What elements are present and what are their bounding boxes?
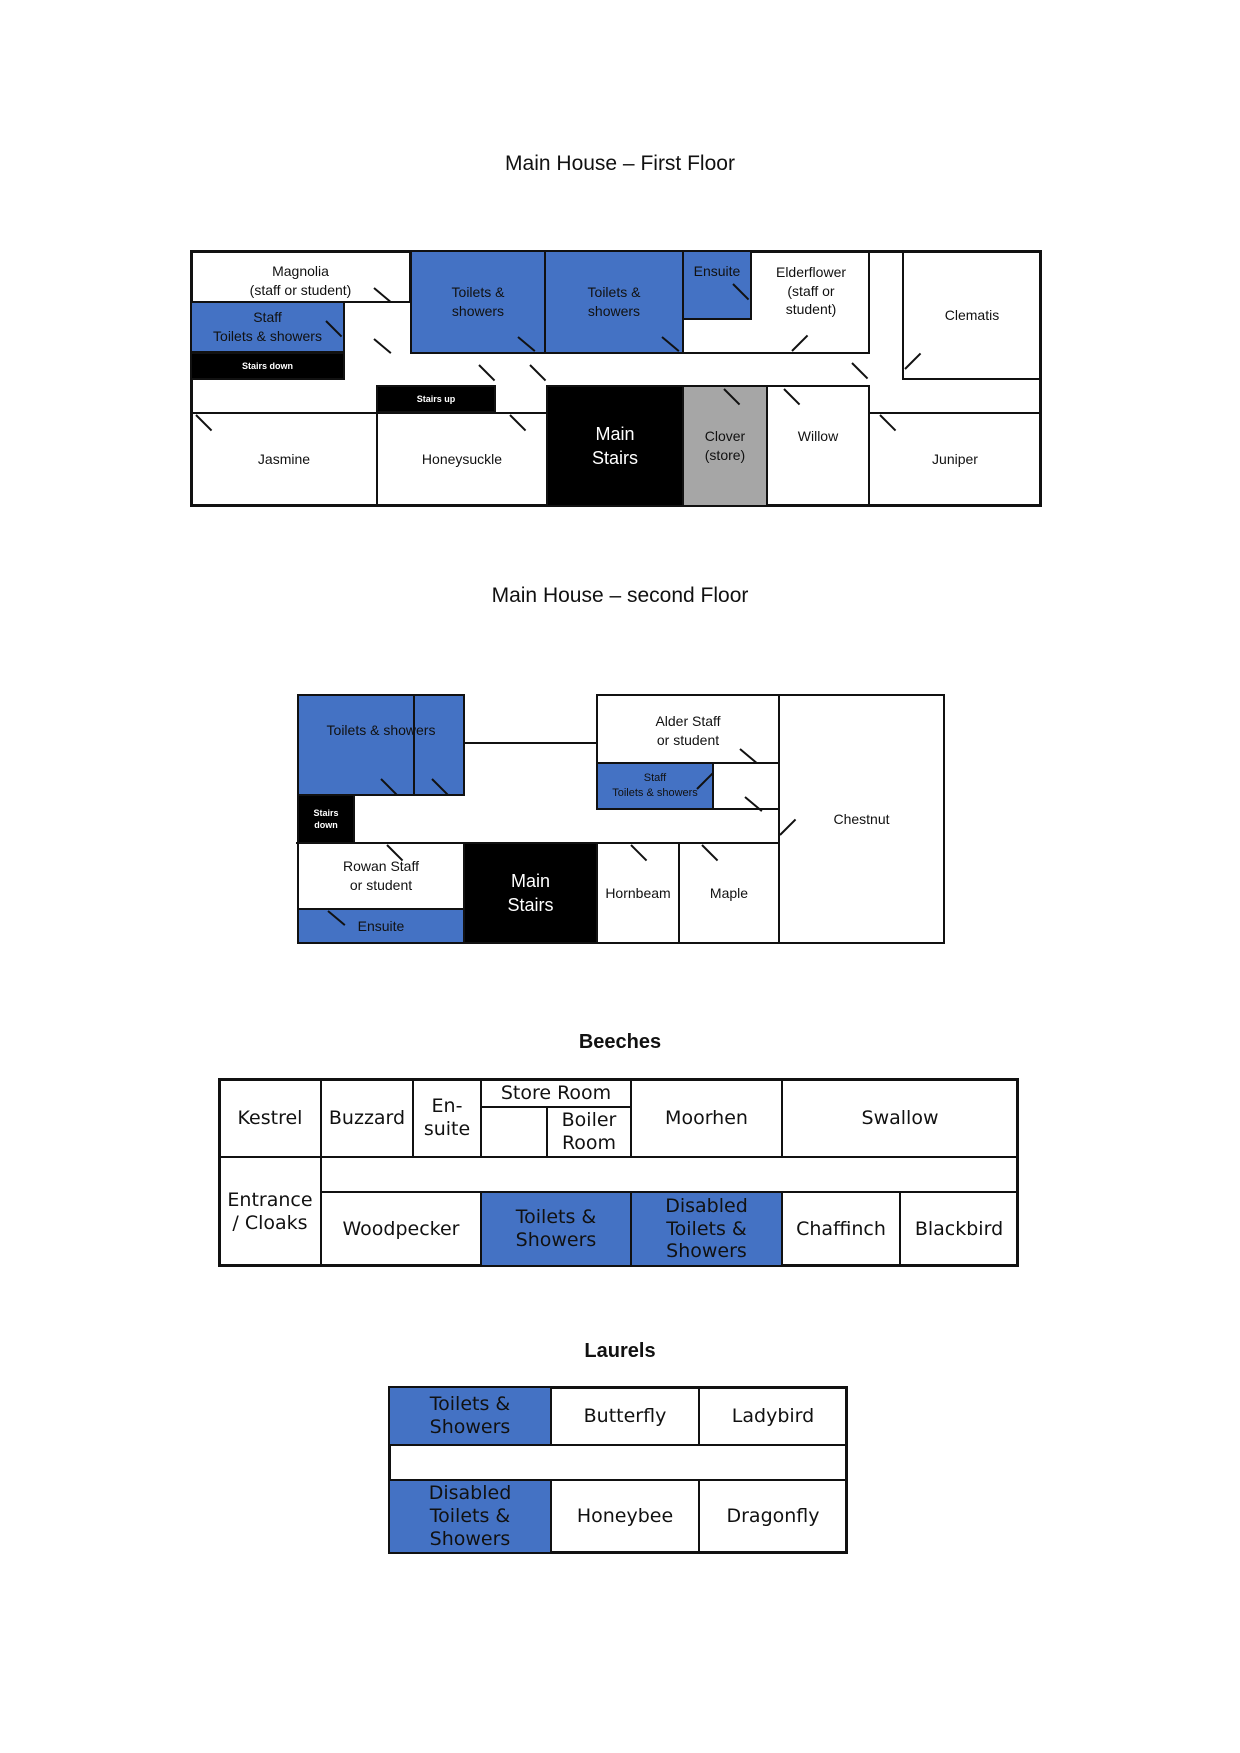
room-swallow: Swallow	[781, 1078, 1019, 1158]
first-floor-title: Main House – First Floor	[505, 152, 735, 175]
room-alder: Alder Staff or student	[596, 694, 780, 764]
stairs-down-2: Stairs down	[297, 794, 355, 844]
main-stairs: Main Stairs	[546, 385, 684, 507]
room-toilets-showers-laurels: Toilets & Showers	[388, 1386, 552, 1446]
connector-wall	[465, 742, 598, 744]
room-moorhen: Moorhen	[630, 1078, 783, 1158]
room-clover-store: Clover (store)	[682, 385, 768, 507]
room-hornbeam: Hornbeam	[596, 842, 680, 944]
room-en-suite: En- suite	[412, 1078, 482, 1158]
room-blackbird: Blackbird	[899, 1191, 1019, 1267]
room-chaffinch: Chaffinch	[781, 1191, 901, 1267]
room-ladybird: Ladybird	[698, 1386, 848, 1446]
stairs-down: Stairs down	[190, 352, 345, 380]
room-honeybee: Honeybee	[550, 1479, 700, 1554]
room-kestrel: Kestrel	[218, 1078, 322, 1158]
room-magnolia: Magnolia (staff or student)	[190, 250, 411, 303]
room-willow: Willow	[766, 385, 870, 507]
room-boiler: Boiler Room	[546, 1106, 632, 1158]
room-ensuite-2: Ensuite	[297, 908, 465, 944]
room-toilets-showers-2: Toilets & showers	[544, 250, 684, 354]
toilets-partition	[413, 694, 465, 796]
room-buzzard: Buzzard	[320, 1078, 414, 1158]
beeches-corridor	[320, 1156, 1019, 1193]
room-staff-toilets: Staff Toilets & showers	[190, 301, 345, 353]
room-jasmine: Jasmine	[190, 412, 378, 507]
beeches-title: Beeches	[578, 1031, 662, 1053]
room-entrance-cloaks: Entrance / Cloaks	[218, 1156, 322, 1267]
room-dragonfly: Dragonfly	[698, 1479, 848, 1554]
laurels-title: Laurels	[584, 1340, 656, 1362]
room-disabled-toilets-laurels: Disabled Toilets & Showers	[388, 1479, 552, 1554]
stairs-up: Stairs up	[376, 385, 496, 413]
room-elderflower: Elderflower (staff or student)	[682, 250, 870, 354]
room-disabled-toilets-beeches: Disabled Toilets & Showers	[630, 1191, 783, 1267]
room-store: Store Room	[480, 1078, 632, 1108]
main-stairs-2: Main Stairs	[463, 842, 598, 944]
room-juniper: Juniper	[868, 412, 1042, 507]
room-chestnut: Chestnut	[778, 694, 945, 944]
room-woodpecker: Woodpecker	[320, 1191, 482, 1267]
second-floor-title: Main House – second Floor	[491, 584, 749, 607]
room-toilets-showers-beeches: Toilets & Showers	[480, 1191, 632, 1267]
room-butterfly: Butterfly	[550, 1386, 700, 1446]
room-toilets-showers-1: Toilets & showers	[410, 250, 546, 354]
room-staff-toilets-2: Staff Toilets & showers	[596, 762, 714, 810]
room-clematis: Clematis	[902, 250, 1042, 380]
room-rowan: Rowan Staff or student	[297, 842, 465, 910]
store-cupboard	[712, 762, 780, 810]
room-cupboard	[480, 1106, 548, 1158]
room-maple: Maple	[678, 842, 780, 944]
laurels-corridor	[388, 1444, 848, 1481]
room-ensuite: Ensuite	[682, 250, 752, 320]
